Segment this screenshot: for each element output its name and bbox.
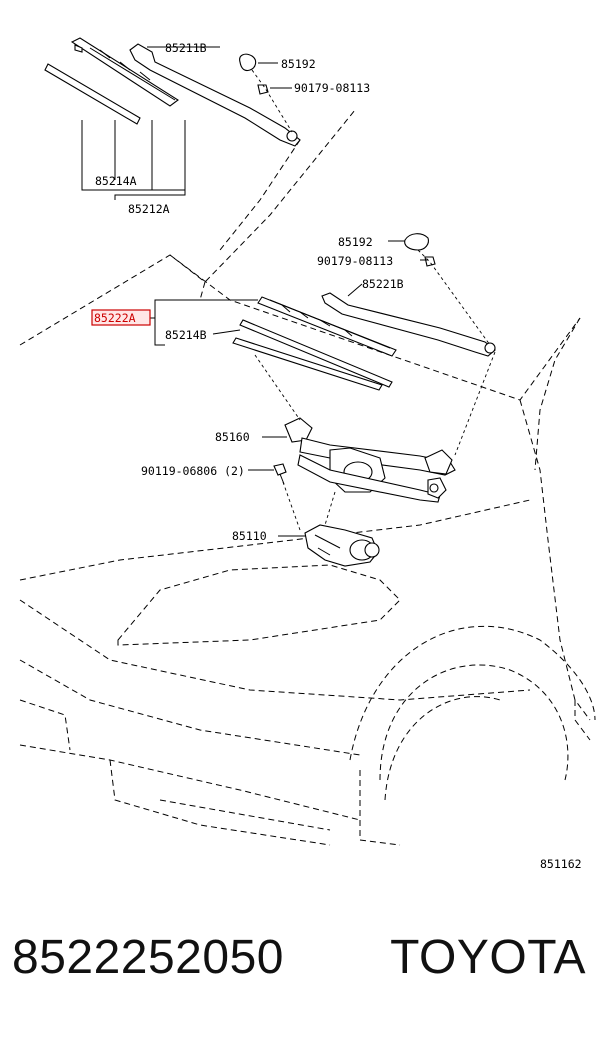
callout-85221B: 85221B [362,277,404,291]
callout-90179-top: 90179-08113 [294,81,370,95]
vehicle-outline [19,109,596,846]
pivot-cap-mid [404,233,429,251]
wiper-motor [304,524,380,567]
callout-85212A: 85212A [128,202,170,216]
callout-90119: 90119-06806 (2) [141,464,245,478]
footer: 8522252050 TOYOTA [0,930,600,1020]
diagram-id: 851162 [540,857,582,871]
brand-name: TOYOTA [390,931,586,984]
part-number: 8522252050 [12,931,284,984]
callout-85160: 85160 [215,430,250,444]
callout-85192-mid: 85192 [338,235,373,249]
callout-85214B: 85214B [165,328,207,342]
callout-85214A: 85214A [95,174,137,188]
front-wiper-arm-left [129,43,301,147]
assembly-guide-lines [251,69,496,531]
callout-85110: 85110 [232,529,267,543]
pivot-cap-top [239,53,257,72]
bolt [273,463,287,485]
highlight-box [91,309,151,326]
callout-85192-top: 85192 [281,57,316,71]
front-wiper-blade-left [44,37,179,125]
callout-labels: 85211B 85192 90179-08113 85214A 85212A 8… [91,41,582,871]
leader-lines [81,46,428,537]
nut-mid [424,256,436,267]
front-wiper-blade-right [232,296,397,391]
wiper-parts-diagram: 85211B 85192 90179-08113 85214A 85212A 8… [19,37,596,871]
front-wiper-arm-right [321,292,496,357]
wiper-link-assembly [284,417,456,503]
callout-85222A[interactable]: 85222A [94,311,136,325]
callout-90179-mid: 90179-08113 [317,254,393,268]
nut-top [257,84,269,95]
callout-85211B: 85211B [165,41,207,55]
